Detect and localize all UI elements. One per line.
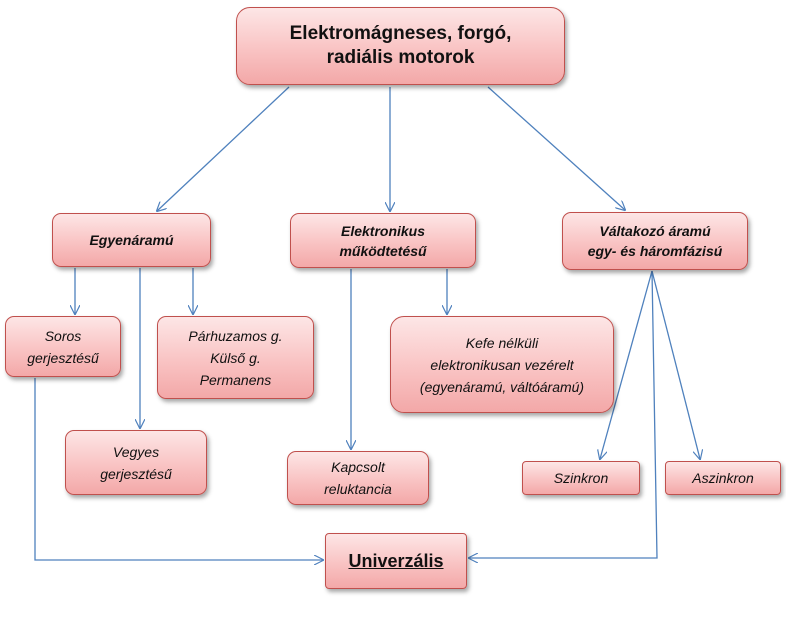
universal-label: Univerzális (348, 550, 444, 571)
leaf-kapcsolt-label: Kapcsolt reluktancia (324, 459, 392, 497)
arrow-root-to-ac (487, 86, 625, 210)
category-electronic: Elektronikus működtetésű (290, 213, 476, 268)
arrow-soros-to-universal (34, 378, 323, 560)
leaf-kapcsolt: Kapcsolt reluktancia (287, 451, 429, 505)
root-label: Elektromágneses, forgó, radiális motorok (289, 23, 512, 68)
leaf-kefe: Kefe nélküli elektronikusan vezérelt (eg… (390, 316, 614, 413)
category-dc-label: Egyenáramú (89, 232, 174, 248)
leaf-parhuzamos: Párhuzamos g. Külső g. Permanens (157, 316, 314, 399)
arrow-ac-to-universal (469, 270, 658, 558)
leaf-kefe-label: Kefe nélküli elektronikusan vezérelt (eg… (419, 334, 585, 395)
arrow-root-to-dc (157, 86, 290, 211)
leaf-soros: Soros gerjesztésű (5, 316, 121, 377)
root-node: Elektromágneses, forgó, radiális motorok (236, 7, 565, 85)
leaf-szinkron-label: Szinkron (553, 470, 609, 486)
arrow-ac-to-aszinkron (651, 270, 700, 459)
leaf-szinkron: Szinkron (522, 461, 640, 495)
leaf-soros-label: Soros gerjesztésű (27, 327, 99, 366)
category-dc: Egyenáramú (52, 213, 211, 267)
category-ac-label: Váltakozó áramú egy- és háromfázisú (587, 223, 723, 259)
category-ac: Váltakozó áramú egy- és háromfázisú (562, 212, 748, 270)
arrow-ac-to-szinkron (600, 270, 653, 459)
leaf-aszinkron: Aszinkron (665, 461, 781, 495)
leaf-parhuzamos-label: Párhuzamos g. Külső g. Permanens (188, 327, 283, 388)
category-electronic-label: Elektronikus működtetésű (339, 222, 427, 259)
leaf-aszinkron-label: Aszinkron (692, 470, 754, 486)
universal-node: Univerzális (325, 533, 467, 589)
leaf-vegyes: Vegyes gerjesztésű (65, 430, 207, 495)
leaf-vegyes-label: Vegyes gerjesztésű (100, 443, 172, 482)
